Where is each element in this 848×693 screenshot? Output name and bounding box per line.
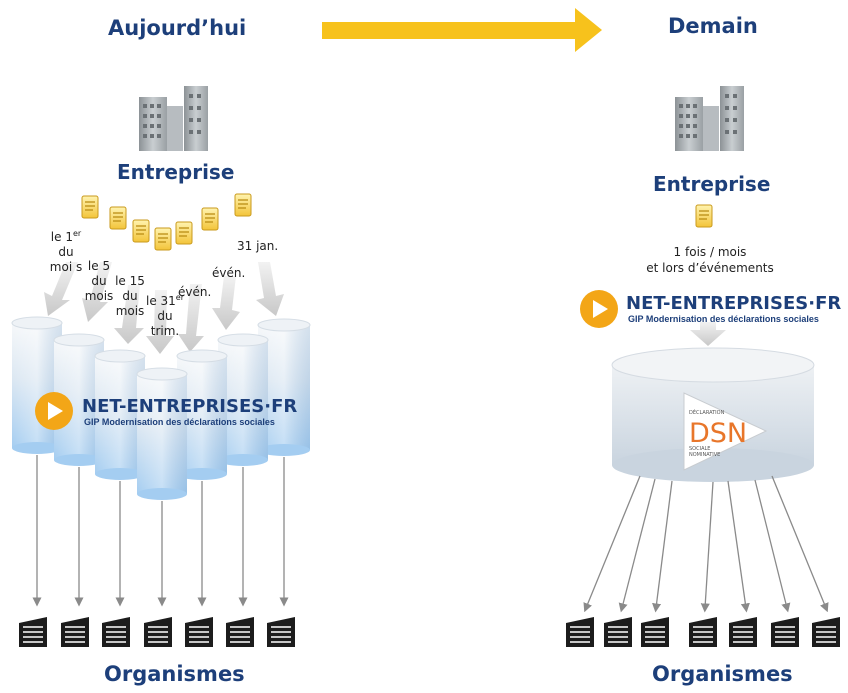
left-organismes-label: Organismes [104,662,245,686]
right-output-arrows [583,475,829,613]
left-flow-arrows [44,262,284,354]
dsn-letters: DSN [689,418,747,449]
right-organism-icons [566,617,840,647]
left-logo-main: NET-ENTREPRISES·FR [82,396,297,417]
tomorrow-title: Demain [668,14,758,38]
right-entreprise-label: Entreprise [653,172,771,196]
right-document [695,204,713,228]
cylinder [94,349,146,480]
left-entreprise-label: Entreprise [117,160,235,184]
label-even-1: évén. [178,285,212,299]
left-output-arrows [32,455,289,607]
label-le-1er-du-mois: le 1er du moi s [49,229,83,274]
left-net-entreprises-logo: NET-ENTREPRISES·FR GIP Modernisation des… [35,392,297,430]
cylinder [136,367,188,500]
dsn-logo: DÉCLARATION DSN SOCIALE NOMINATIVE [683,392,768,471]
transition-arrow [322,8,602,52]
right-organismes-label: Organismes [652,662,793,686]
dsn-bottom-label-2: NOMINATIVE [689,452,720,458]
right-logo-sub: GIP Modernisation des déclarations socia… [628,314,819,324]
left-logo-sub: GIP Modernisation des déclarations socia… [84,417,275,427]
label-le-5-du-mois: le 5 du mois [84,259,114,303]
left-building-icon [139,86,208,151]
frequency-line-2: et lors d’événements [646,261,774,275]
label-31-jan: 31 jan. [237,239,279,253]
dsn-bottom-label-1: SOCIALE [689,446,710,452]
right-logo-main: NET-ENTREPRISES·FR [626,293,841,314]
frequency-line-1: 1 fois / mois [673,245,747,259]
left-organism-icons [19,617,295,647]
today-title: Aujourd’hui [108,16,247,40]
label-le-15-du-mois: le 15 du mois [115,274,145,318]
right-flow-arrow [690,322,726,346]
left-documents [81,193,252,251]
right-building-icon [675,86,744,151]
dsn-top-label: DÉCLARATION [689,408,725,416]
label-le-31-du-trim: le 31er du trim. [145,293,185,338]
right-net-entreprises-logo: NET-ENTREPRISES·FR GIP Modernisation des… [580,290,841,328]
label-even-2: évén. [212,266,246,280]
